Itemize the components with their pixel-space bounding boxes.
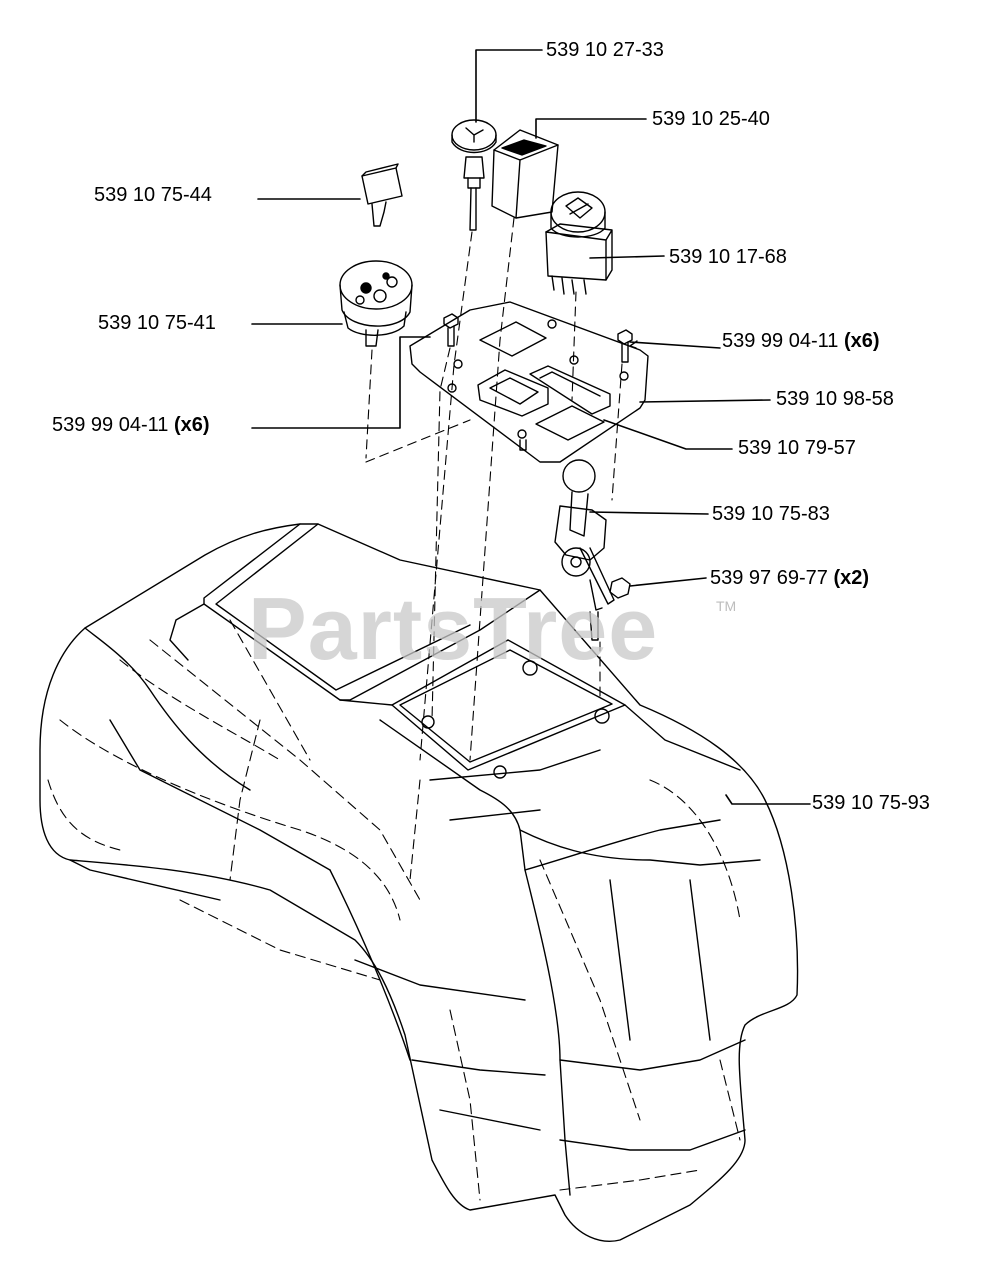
pto-switch-shape [545, 191, 613, 295]
alignment-lines [365, 217, 623, 881]
part-number: 539 10 75-83 [712, 503, 830, 525]
watermark-logo: PartsTree [248, 579, 659, 678]
part-number: 539 10 75-93 [812, 792, 930, 814]
screw-shapes [443, 313, 633, 363]
switch-cover-shape [491, 129, 559, 219]
callout-console-body[interactable]: 539 10 75-93 [812, 792, 930, 814]
leader-lines [251, 49, 811, 805]
callout-pto-switch[interactable]: 539 10 17-68 [669, 246, 787, 268]
knob-shape [451, 119, 497, 231]
screw-leader-arrow [629, 340, 638, 349]
callout-screw-left[interactable]: 539 99 04-11 (x6) [52, 414, 210, 436]
part-number: 539 10 17-68 [669, 246, 787, 268]
part-number: 539 99 04-11 [722, 330, 839, 352]
part-number: 539 99 04-11 [52, 414, 169, 436]
part-number: 539 97 69-77 [710, 567, 828, 589]
lever-shape [554, 459, 615, 641]
part-number: 539 10 79-57 [738, 437, 856, 459]
part-number: 539 10 75-41 [98, 312, 216, 334]
callout-control-plate[interactable]: 539 10 98-58 [776, 388, 894, 410]
part-number: 539 10 27-33 [546, 39, 664, 61]
control-plate-shape [409, 301, 649, 463]
callout-decal[interactable]: 539 10 79-57 [738, 437, 856, 459]
part-number: 539 10 75-44 [94, 184, 212, 206]
quantity: (x2) [833, 567, 870, 589]
callout-lever-assembly[interactable]: 539 10 75-83 [712, 503, 830, 525]
quantity: (x6) [173, 414, 210, 436]
quantity: (x6) [843, 330, 880, 352]
key-shape [361, 163, 403, 227]
nut-shape [609, 577, 631, 599]
callout-screw-right[interactable]: 539 99 04-11 (x6) [722, 330, 880, 352]
ignition-switch-shape [339, 260, 413, 347]
callout-ignition-switch[interactable]: 539 10 75-41 [98, 312, 216, 334]
callout-nut[interactable]: 539 97 69-77 (x2) [710, 567, 869, 589]
watermark-trademark: TM [716, 598, 737, 614]
callout-switch-cover[interactable]: 539 10 25-40 [652, 108, 770, 130]
callout-key[interactable]: 539 10 75-44 [94, 184, 212, 206]
part-number: 539 10 98-58 [776, 388, 894, 410]
callout-knob[interactable]: 539 10 27-33 [546, 39, 664, 61]
part-number: 539 10 25-40 [652, 108, 770, 130]
console-body-shape [39, 523, 799, 1242]
